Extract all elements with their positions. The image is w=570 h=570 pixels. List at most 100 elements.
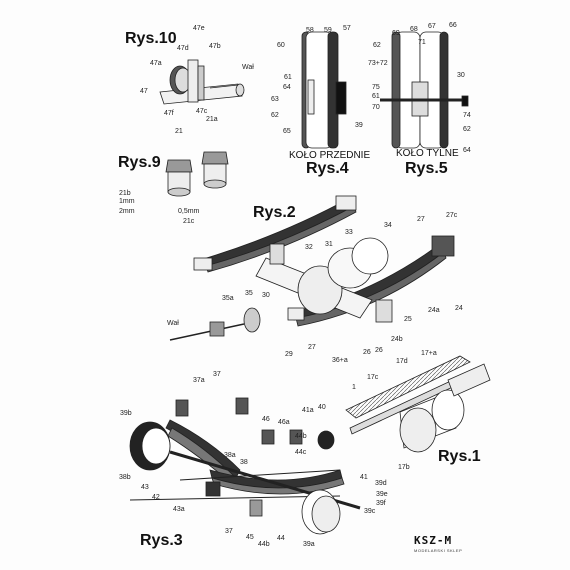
title-rys1: Rys.1 bbox=[438, 448, 481, 465]
part-label: 63 bbox=[271, 96, 279, 103]
part-label: 25 bbox=[404, 316, 412, 323]
title-rys10: Rys.10 bbox=[125, 30, 177, 47]
part-label: 37a bbox=[193, 377, 205, 384]
part-label: 37 bbox=[213, 371, 221, 378]
caption-front-wheel: KOŁO PRZEDNIE bbox=[289, 150, 371, 161]
part-label: 26 bbox=[375, 347, 383, 354]
part-label: 73+72 bbox=[368, 60, 388, 67]
part-label: 1mm bbox=[119, 198, 135, 205]
publisher-logo-subtitle: MODELARSKI SKLEP bbox=[414, 548, 463, 553]
part-label: 46a bbox=[278, 419, 290, 426]
fig9-clamps bbox=[165, 151, 229, 197]
part-label: 26 bbox=[363, 349, 371, 356]
part-label: 30 bbox=[262, 292, 270, 299]
part-label: 47a bbox=[150, 60, 162, 67]
part-label: 43 bbox=[141, 484, 149, 491]
part-label: 27 bbox=[417, 216, 425, 223]
part-label: 39e bbox=[376, 491, 388, 498]
part-label: 27 bbox=[308, 344, 316, 351]
part-label: 44b bbox=[295, 433, 307, 440]
part-label: 32 bbox=[305, 244, 313, 251]
title-rys4: Rys.4 bbox=[306, 160, 349, 177]
part-label: 68 bbox=[410, 26, 418, 33]
part-label: 30 bbox=[457, 72, 465, 79]
fig5-rear-wheel bbox=[380, 31, 469, 149]
part-label: 39 bbox=[355, 122, 363, 129]
part-label: 47 bbox=[140, 88, 148, 95]
part-label: 41 bbox=[360, 474, 368, 481]
part-label: 39a bbox=[303, 541, 315, 548]
part-label: 0,5mm bbox=[178, 208, 200, 215]
title-rys3: Rys.3 bbox=[140, 532, 183, 549]
part-label: 39c bbox=[364, 508, 376, 515]
part-label: 39f bbox=[376, 500, 386, 507]
part-label: 21c bbox=[183, 218, 195, 225]
part-label: 37 bbox=[225, 528, 233, 535]
part-label: 61 bbox=[372, 93, 380, 100]
part-label: 71 bbox=[418, 39, 426, 46]
part-label: 64 bbox=[463, 147, 471, 154]
part-label: 33 bbox=[345, 229, 353, 236]
part-label: 58 bbox=[306, 27, 314, 34]
part-label: 38 bbox=[240, 459, 248, 466]
part-label: 1 bbox=[352, 384, 356, 391]
part-label: 44 bbox=[277, 535, 285, 542]
part-label: 61 bbox=[284, 74, 292, 81]
part-label: 42 bbox=[152, 494, 160, 501]
title-rys9: Rys.9 bbox=[118, 154, 161, 171]
fig1-frame-rail bbox=[345, 355, 491, 453]
part-label: 17b bbox=[398, 464, 410, 471]
part-label: 41a bbox=[302, 407, 314, 414]
part-label: 43a bbox=[173, 506, 185, 513]
part-label: 40 bbox=[318, 404, 326, 411]
part-label: 65 bbox=[283, 128, 291, 135]
part-label: 17c bbox=[367, 374, 379, 381]
part-label: 31 bbox=[325, 241, 333, 248]
part-label: 47c bbox=[196, 108, 208, 115]
fig10-shaft-assembly bbox=[159, 59, 245, 105]
part-label: 69 bbox=[392, 30, 400, 37]
part-label: 45 bbox=[246, 534, 254, 541]
part-label: 70 bbox=[372, 104, 380, 111]
part-label: 66 bbox=[449, 22, 457, 29]
title-rys2: Rys.2 bbox=[253, 204, 296, 221]
part-label: 21a bbox=[206, 116, 218, 123]
part-label: 21b bbox=[119, 190, 131, 197]
part-label: 39b bbox=[120, 410, 132, 417]
part-label: 59 bbox=[324, 27, 332, 34]
fig4-front-wheel bbox=[301, 31, 347, 149]
part-label: 46 bbox=[262, 416, 270, 423]
part-label: 44c bbox=[295, 449, 307, 456]
fig2-suspension-assembly bbox=[169, 195, 455, 341]
title-rys5: Rys.5 bbox=[405, 160, 448, 177]
part-label: 35a bbox=[222, 295, 234, 302]
publisher-logo: KSZ-M bbox=[414, 534, 453, 547]
part-label: 47e bbox=[193, 25, 205, 32]
part-label: 44b bbox=[258, 541, 270, 548]
caption-rear-wheel: KOŁO TYLNE bbox=[396, 148, 459, 159]
part-label: 24a bbox=[428, 307, 440, 314]
part-label: 62 bbox=[463, 126, 471, 133]
part-label: 17+a bbox=[421, 350, 437, 357]
part-label: 17d bbox=[396, 358, 408, 365]
part-label: 2mm bbox=[119, 208, 135, 215]
part-label: 47d bbox=[177, 45, 189, 52]
part-label: 36+a bbox=[332, 357, 348, 364]
part-label: 29 bbox=[285, 351, 293, 358]
part-label: 57 bbox=[343, 25, 351, 32]
part-label: 60 bbox=[277, 42, 285, 49]
part-label: 62 bbox=[373, 42, 381, 49]
part-label: 35 bbox=[245, 290, 253, 297]
part-label: 38b bbox=[119, 474, 131, 481]
part-label: 34 bbox=[384, 222, 392, 229]
part-label: Wał bbox=[242, 64, 254, 71]
part-label: 75 bbox=[372, 84, 380, 91]
part-label: 74 bbox=[463, 112, 471, 119]
part-label: 64 bbox=[283, 84, 291, 91]
part-label: 47f bbox=[164, 110, 174, 117]
part-label: 38a bbox=[224, 452, 236, 459]
part-label: 39d bbox=[375, 480, 387, 487]
fig3-front-axle bbox=[129, 397, 361, 535]
